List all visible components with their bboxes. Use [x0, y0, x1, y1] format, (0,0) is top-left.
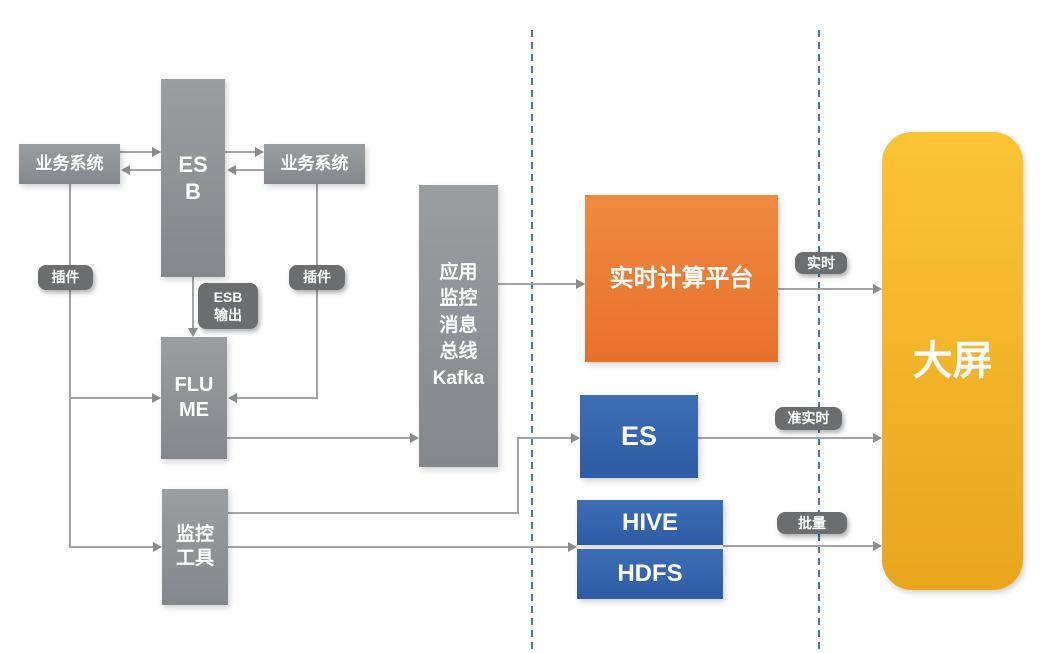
node-business-system-left: 业务系统 [19, 144, 120, 184]
connector-platform-to-screen [778, 288, 874, 290]
arrow-monitor-to-hive [568, 542, 577, 552]
arrow-bizright-to-esb [227, 165, 236, 175]
connector-kafka-to-platform [498, 283, 577, 285]
arrow-pluginright-to-flume [228, 393, 237, 403]
node-label: HDFS [617, 560, 683, 587]
connector-elbow-to-es [517, 438, 519, 514]
arrow-kafka-to-platform [576, 279, 585, 289]
connector-monitor-out-upper [228, 512, 519, 514]
node-realtime-platform: 实时计算平台 [585, 195, 778, 362]
badge-label: 准实时 [787, 410, 830, 427]
node-flume: FLU ME [161, 337, 227, 459]
arrow-plugin-to-monitor [153, 542, 162, 552]
arrow-platform-to-screen [873, 284, 882, 294]
node-label: HIVE [621, 508, 678, 536]
connector-bizright-down [316, 184, 318, 399]
stage-separator-left [531, 30, 533, 653]
connector-flume-to-kafka [227, 437, 411, 439]
arrow-esb-to-bizright [255, 147, 264, 157]
node-label: 业务系统 [35, 154, 104, 174]
connector-esb-to-flume [192, 277, 194, 330]
arrow-hive-to-screen [873, 541, 882, 551]
connector-bizright-to-esb [236, 169, 264, 171]
arrow-esb-to-bizleft [121, 165, 130, 175]
node-label: 实时计算平台 [609, 264, 754, 292]
connector-bizleft-to-esb [120, 151, 154, 153]
badge-realtime: 实时 [795, 252, 847, 274]
arrow-into-es [571, 433, 580, 443]
node-hdfs: HDFS [577, 549, 723, 599]
connector-esb-to-bizleft [130, 169, 161, 171]
stage-separator-right [818, 30, 820, 653]
connector-esb-to-bizright [225, 151, 256, 153]
badge-label: 实时 [807, 254, 835, 271]
node-label: 大屏 [912, 339, 993, 383]
node-label: ES B [178, 151, 208, 205]
badge-label: 插件 [303, 269, 331, 286]
connector-plugin-to-monitor [69, 546, 154, 548]
arrow-es-to-screen [873, 433, 882, 443]
node-kafka-bus: 应用 监控 消息 总线 Kafka [419, 185, 498, 467]
badge-plugin-right: 插件 [289, 265, 345, 290]
badge-plugin-left: 插件 [38, 265, 93, 290]
node-label: 业务系统 [280, 154, 349, 174]
node-business-system-right: 业务系统 [264, 144, 365, 184]
arrow-esb-to-flume [188, 328, 198, 337]
node-big-screen: 大屏 [882, 132, 1023, 590]
badge-near-realtime: 准实时 [775, 407, 842, 430]
badge-esb-output: ESB 输出 [198, 283, 258, 329]
connector-plugin-to-flume [69, 397, 153, 399]
connector-es-to-screen [698, 437, 874, 439]
arrow-bizleft-to-esb [152, 147, 161, 157]
node-hive: HIVE [577, 500, 723, 545]
connector-pluginright-to-flume [237, 397, 318, 399]
node-label: 应用 监控 消息 总线 Kafka [432, 261, 485, 389]
node-label: FLU ME [174, 374, 214, 421]
badge-batch: 批量 [777, 512, 847, 534]
connector-monitor-to-hive [228, 546, 569, 548]
arrow-plugin-to-flume [152, 393, 161, 403]
connector-into-es [517, 437, 572, 439]
connector-hive-to-screen [723, 545, 874, 547]
badge-label: 批量 [798, 514, 826, 531]
badge-label: ESB 输出 [213, 288, 243, 323]
arrow-flume-to-kafka [410, 433, 419, 443]
node-es: ES [580, 395, 698, 478]
badge-label: 插件 [51, 269, 80, 286]
node-monitor-tools: 监控 工具 [162, 489, 228, 605]
connector-bizleft-down [69, 184, 71, 548]
node-label: 监控 工具 [175, 524, 214, 569]
node-esb: ES B [161, 79, 225, 277]
node-label: ES [620, 420, 658, 451]
